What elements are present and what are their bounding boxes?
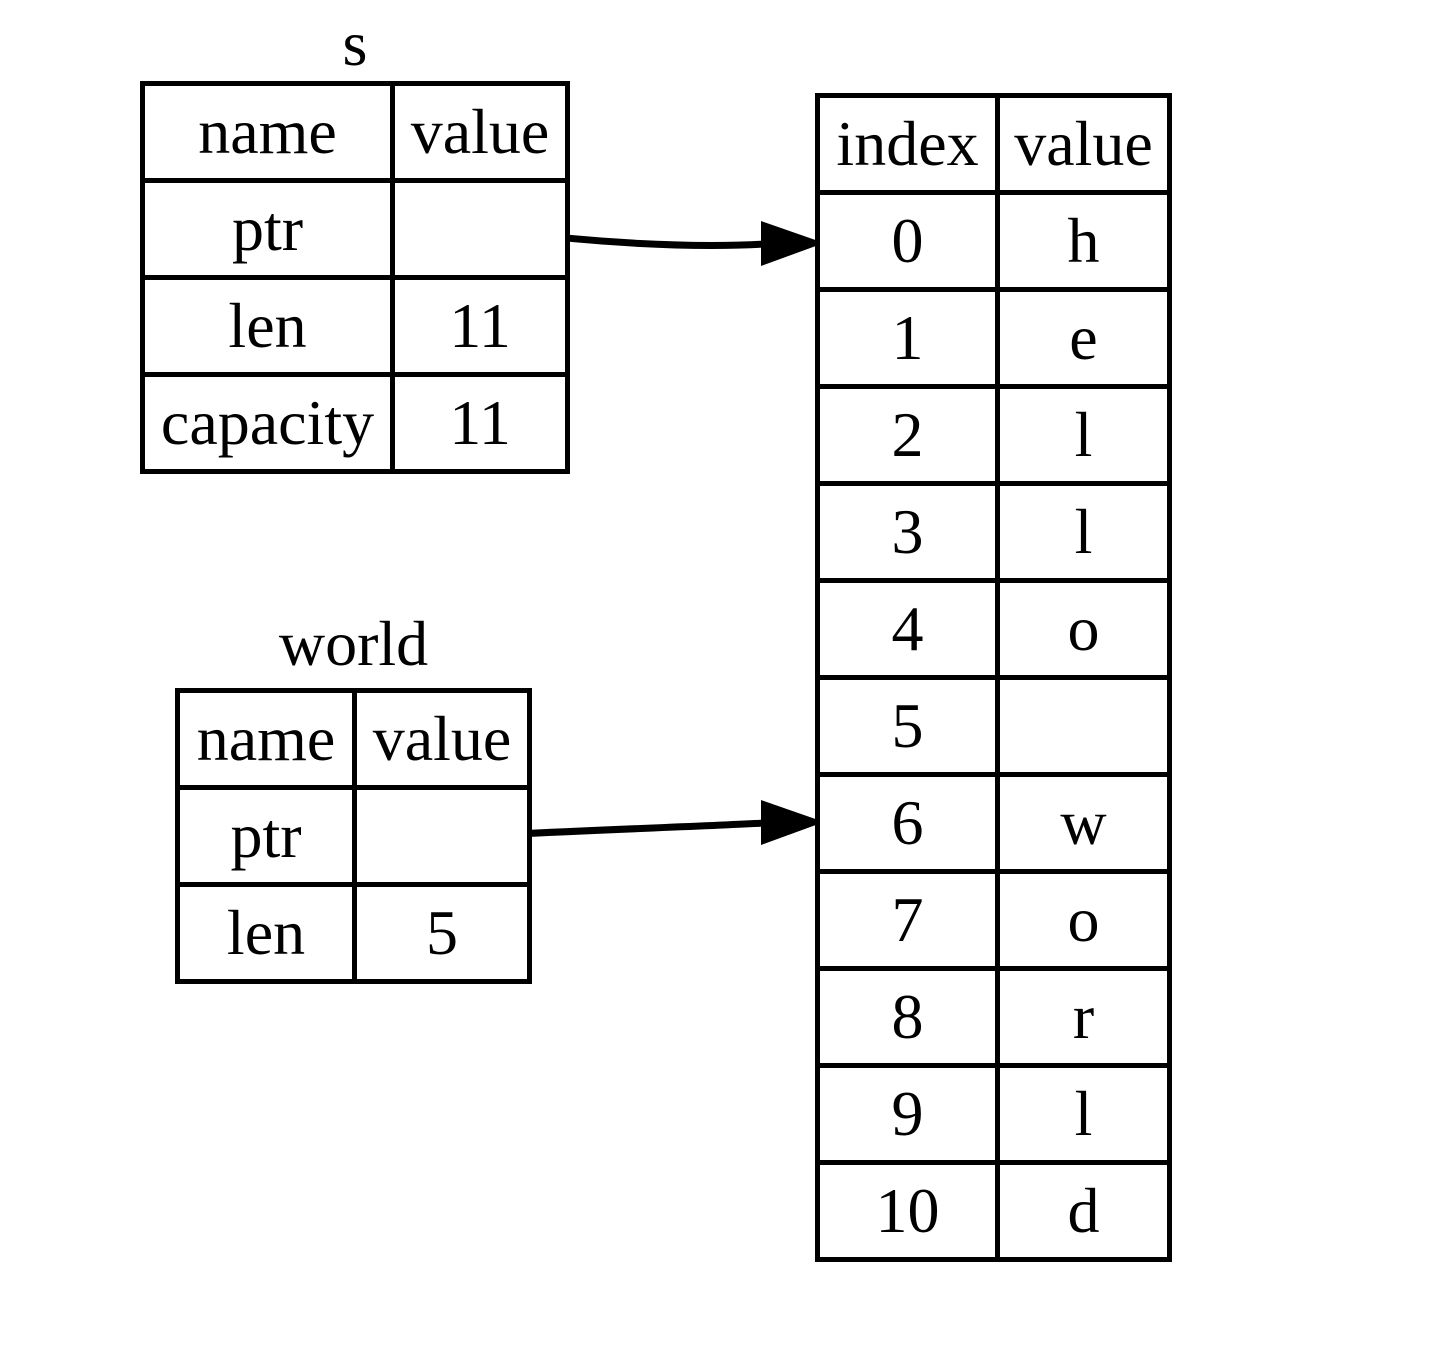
world-ptr-value-cell bbox=[352, 785, 532, 887]
heap-index-cell: 5 bbox=[815, 675, 1000, 777]
heap-value-cell: w bbox=[995, 772, 1172, 874]
s-len-name-cell: len bbox=[140, 275, 395, 377]
table-row: len 11 bbox=[140, 275, 570, 377]
world-slice-table: name value ptr len 5 bbox=[175, 688, 532, 984]
heap-buffer-table: index value 0 h 1 e 2 l 3 l 4 o bbox=[815, 93, 1172, 1262]
heap-value-cell: r bbox=[995, 966, 1172, 1068]
table-row: len 5 bbox=[175, 882, 532, 984]
table-row: 9 l bbox=[815, 1063, 1172, 1165]
table-row: 7 o bbox=[815, 869, 1172, 971]
s-header-value: value bbox=[390, 81, 570, 183]
table-row: 0 h bbox=[815, 190, 1172, 292]
world-len-value-cell: 5 bbox=[352, 882, 532, 984]
table-row: 6 w bbox=[815, 772, 1172, 874]
heap-value-cell: h bbox=[995, 190, 1172, 292]
table-header-row: name value bbox=[140, 81, 570, 183]
table-row: ptr bbox=[140, 178, 570, 280]
table-row: 4 o bbox=[815, 578, 1172, 680]
heap-value-cell bbox=[995, 675, 1172, 777]
heap-index-cell: 8 bbox=[815, 966, 1000, 1068]
table-header-row: name value bbox=[175, 688, 532, 790]
heap-index-cell: 9 bbox=[815, 1063, 1000, 1165]
heap-value-cell: l bbox=[995, 1063, 1172, 1165]
s-capacity-name-cell: capacity bbox=[140, 372, 395, 474]
heap-value-cell: l bbox=[995, 384, 1172, 486]
table-row: ptr bbox=[175, 785, 532, 887]
heap-index-cell: 4 bbox=[815, 578, 1000, 680]
s-header-name: name bbox=[140, 81, 395, 183]
s-capacity-value-cell: 11 bbox=[390, 372, 570, 474]
heap-value-cell: o bbox=[995, 869, 1172, 971]
s-len-value-cell: 11 bbox=[390, 275, 570, 377]
heap-index-cell: 0 bbox=[815, 190, 1000, 292]
world-ptr-name-cell: ptr bbox=[175, 785, 357, 887]
s-table-title: s bbox=[342, 8, 368, 79]
table-row: 1 e bbox=[815, 287, 1172, 389]
world-header-name: name bbox=[175, 688, 357, 790]
heap-index-cell: 7 bbox=[815, 869, 1000, 971]
heap-index-cell: 10 bbox=[815, 1160, 1000, 1262]
s-ptr-value-cell bbox=[390, 178, 570, 280]
heap-value-cell: o bbox=[995, 578, 1172, 680]
heap-value-cell: e bbox=[995, 287, 1172, 389]
table-row: 3 l bbox=[815, 481, 1172, 583]
table-row: capacity 11 bbox=[140, 372, 570, 474]
table-header-row: index value bbox=[815, 93, 1172, 195]
world-header-value: value bbox=[352, 688, 532, 790]
heap-value-cell: l bbox=[995, 481, 1172, 583]
world-len-name-cell: len bbox=[175, 882, 357, 984]
heap-value-cell: d bbox=[995, 1160, 1172, 1262]
world-table-title: world bbox=[278, 608, 429, 679]
table-row: 10 d bbox=[815, 1160, 1172, 1262]
table-row: 2 l bbox=[815, 384, 1172, 486]
heap-index-cell: 2 bbox=[815, 384, 1000, 486]
heap-index-cell: 6 bbox=[815, 772, 1000, 874]
heap-index-cell: 1 bbox=[815, 287, 1000, 389]
s-struct-table: name value ptr len 11 capacity 11 bbox=[140, 81, 570, 474]
heap-header-index: index bbox=[815, 93, 1000, 195]
heap-index-cell: 3 bbox=[815, 481, 1000, 583]
table-row: 8 r bbox=[815, 966, 1172, 1068]
table-row: 5 bbox=[815, 675, 1172, 777]
heap-header-value: value bbox=[995, 93, 1172, 195]
s-ptr-name-cell: ptr bbox=[140, 178, 395, 280]
